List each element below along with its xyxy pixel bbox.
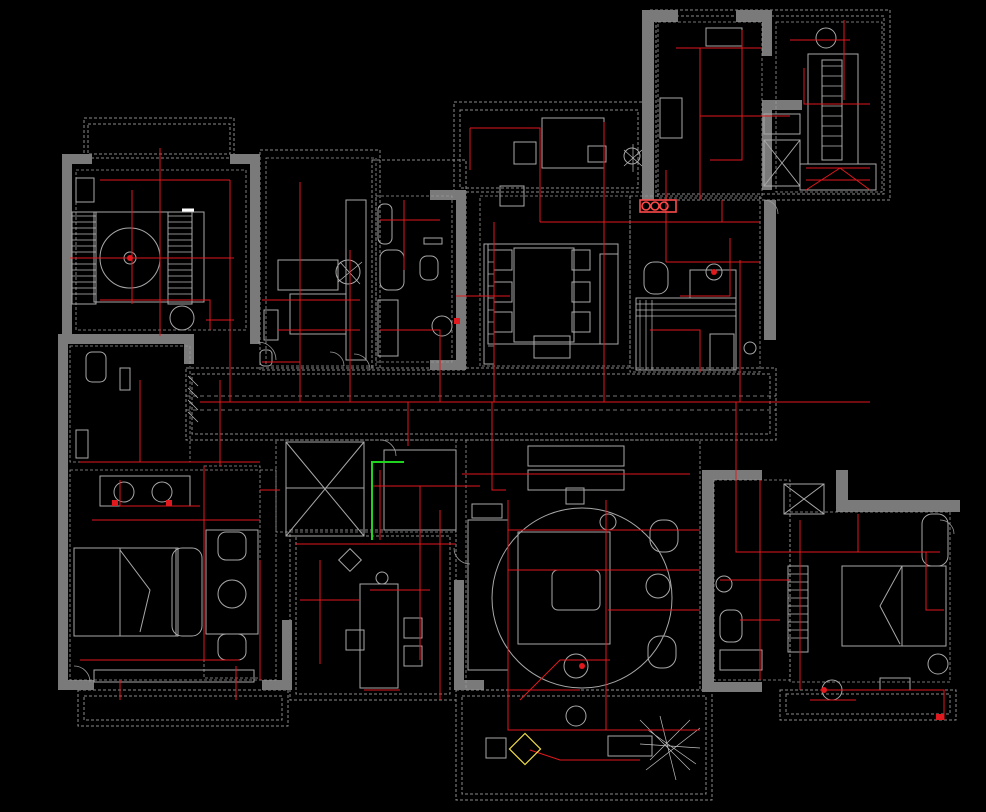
walls bbox=[58, 10, 960, 692]
furniture bbox=[71, 27, 949, 759]
accent-markers bbox=[112, 199, 944, 766]
room-inner-lines bbox=[69, 21, 951, 691]
circuit-lines bbox=[70, 20, 945, 761]
door-swings bbox=[73, 199, 955, 683]
